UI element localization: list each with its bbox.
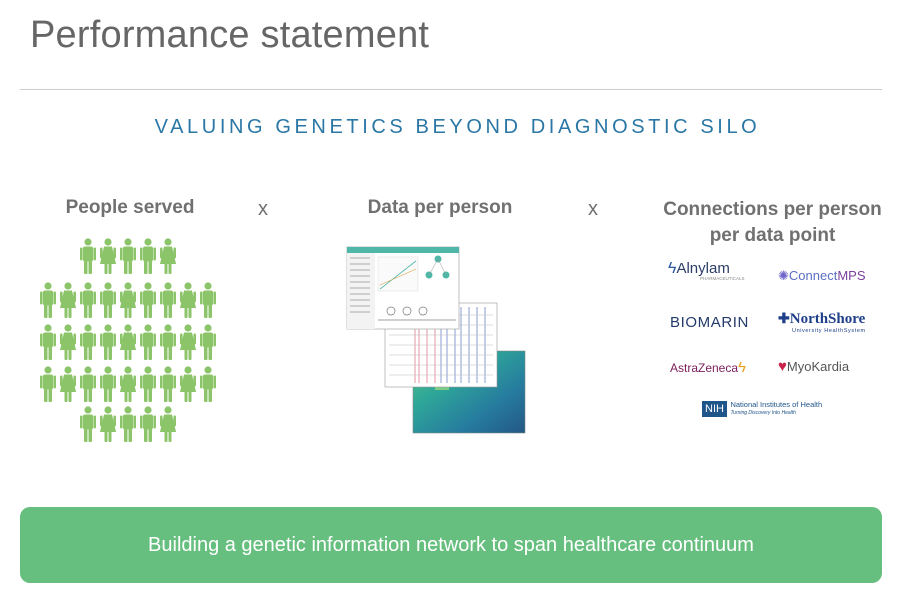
column-heading-connections: Connections per person per data point: [640, 197, 905, 249]
title-divider: [20, 89, 882, 90]
astrazeneca-mark-icon: ϟ: [738, 359, 746, 376]
column-heading-data: Data per person: [367, 197, 513, 218]
summary-banner: Building a genetic information network t…: [20, 507, 882, 583]
data-screenshots: [346, 246, 526, 434]
northshore-cross-icon: ✚: [778, 310, 790, 326]
heart-icon: ♥: [778, 358, 787, 375]
connections-line-2: per data point: [709, 225, 836, 246]
connectmps-dots-icon: ✺: [778, 268, 789, 283]
partner-logos: ϟAlnylam PHARMACEUTICALS ✺ConnectMPS BIO…: [660, 258, 890, 433]
alnylam-logo: ϟAlnylam PHARMACEUTICALS: [668, 260, 745, 281]
column-heading-people: People served: [65, 197, 195, 218]
northshore-logo: ✚NorthShore University HealthSystem: [778, 310, 866, 334]
connections-line-1: Connections per person: [663, 199, 882, 220]
connectmps-logo: ✺ConnectMPS: [778, 268, 866, 283]
myokardia-logo: ♥MyoKardia: [778, 358, 850, 375]
nih-logo: NIH National Institutes of Health Turnin…: [702, 400, 822, 418]
banner-text: Building a genetic information network t…: [148, 533, 754, 556]
multiply-sign-2: x: [588, 198, 598, 220]
alnylam-mark-icon: ϟ: [668, 260, 677, 277]
people-icon-grid: [40, 238, 216, 442]
multiply-sign-1: x: [258, 198, 268, 220]
biomarin-logo: BIOMARIN: [670, 314, 749, 331]
page-title: Performance statement: [30, 14, 430, 56]
app-screenshot-image: [346, 246, 460, 330]
subtitle: VALUING GENETICS BEYOND DIAGNOSTIC SILO: [154, 116, 761, 138]
astrazeneca-logo: AstraZenecaϟ: [670, 359, 746, 376]
